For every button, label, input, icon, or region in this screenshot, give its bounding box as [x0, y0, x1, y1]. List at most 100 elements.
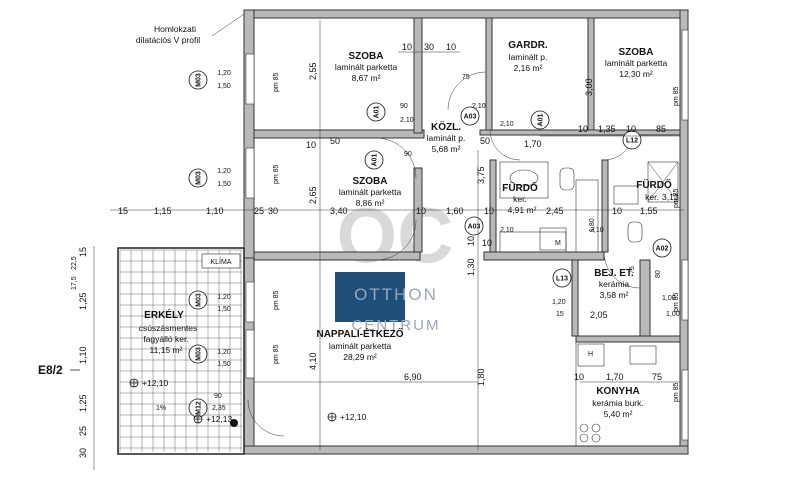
tag-a02-label: A02 — [656, 246, 669, 253]
dim-75a: 75 — [462, 74, 470, 81]
pm-label-4: pm 85 — [273, 344, 280, 364]
section-mark: E8/2 — [38, 363, 63, 377]
win1-w: 1,20 — [217, 70, 231, 77]
dim-90c: 90 — [214, 393, 222, 400]
win1-h: 1,50 — [217, 83, 231, 90]
dim-15: 15 — [556, 311, 564, 318]
dim-50a: 50 — [330, 136, 340, 146]
watermark: OC — [337, 191, 454, 279]
bathroom-fixtures — [499, 161, 679, 253]
room-szoba1-area: 8,67 m² — [352, 73, 381, 83]
tag-l12-label: L12 — [626, 138, 638, 145]
room-furdo1-name: FÜRDŐ — [502, 181, 538, 194]
appliance-h: H — [588, 351, 593, 358]
dim-10f: 10 — [574, 372, 584, 382]
tag-m03d-label: M03 — [196, 347, 203, 361]
kitchen-fixtures — [539, 227, 681, 447]
slope-label: 1% — [156, 405, 166, 412]
lv-25: 25 — [78, 426, 88, 436]
dim-210b: 2,10 — [472, 103, 486, 110]
door-2-10b: 2,10 — [590, 227, 604, 234]
room-furdo1-floor: ker. — [513, 194, 527, 204]
row-30: 30 — [268, 206, 278, 216]
room-szoba3-area: 12,30 m² — [619, 69, 653, 79]
dim-3-00: 3,00 — [584, 78, 594, 96]
dim-50b: 50 — [480, 136, 490, 146]
room-furdo2-area: 3,13 — [662, 192, 679, 202]
row-2-45: 2,45 — [546, 206, 564, 216]
tag-a03a: A03 — [460, 106, 480, 126]
room-erkely-name: ERKÉLY — [144, 308, 184, 321]
tag-a01c-label: A01 — [538, 113, 545, 126]
pm-label-1: pm 85 — [273, 72, 280, 92]
dim-10b: 10 — [446, 42, 456, 52]
tag-a03a-label: A03 — [464, 114, 477, 121]
room-szoba3-name: SZOBA — [619, 47, 654, 58]
pm-label-5: pm 85 — [673, 86, 680, 106]
level-3: +12,10 — [340, 412, 367, 422]
room-bej-name: BEJ. ET. — [594, 268, 634, 279]
pm-label-8: pm 85 — [673, 382, 680, 402]
tag-m03d: M03 — [188, 344, 208, 364]
room-gardr-floor: laminált p. — [509, 52, 548, 62]
dim-90b: 90 — [404, 151, 412, 158]
tag-m03b-label: M03 — [196, 171, 203, 185]
dim-3-75: 3,75 — [476, 166, 486, 184]
row-25: 25 — [254, 206, 264, 216]
dim-4-10: 4,10 — [308, 352, 318, 370]
room-gardr-area: 2,16 m² — [514, 63, 543, 73]
tag-a03b-label: A03 — [468, 224, 481, 231]
dim-2-55: 2,55 — [308, 62, 318, 80]
dim-75b: 75 — [652, 372, 662, 382]
pm-label-2: pm 85 — [273, 164, 280, 184]
row-1-55: 1,55 — [640, 206, 658, 216]
appliance-m: M — [555, 240, 561, 247]
tag-m12: M12 — [188, 398, 208, 418]
tag-l13-label: L13 — [556, 276, 568, 283]
window-dims: 1,20 1,50 1,20 1,50 1,20 1,50 1,20 1,50 … — [217, 70, 680, 402]
room-konyha-name: KONYHA — [596, 386, 639, 397]
dim-10d: 10 — [578, 124, 588, 134]
room-szoba1-name: SZOBA — [349, 51, 384, 62]
dim-1-80: 1,80 — [476, 368, 486, 386]
door-10: 10 — [482, 238, 492, 248]
tag-l13: L13 — [552, 268, 572, 288]
note-line1: Homlokzati — [154, 24, 196, 34]
tag-m03a-label: M03 — [196, 73, 203, 87]
room-bej-area: 3,58 m² — [600, 290, 629, 300]
dimension-lines — [93, 20, 684, 470]
note-leader — [211, 13, 245, 37]
pm-label-7: pm 85 — [673, 292, 680, 312]
watermark-text: OTTHON CENTRUM — [352, 285, 439, 334]
windows — [245, 29, 689, 441]
room-nappali-area: 28,29 m² — [343, 352, 377, 362]
row-1-15: 1,15 — [154, 206, 172, 216]
note-line2: dilatációs V profil — [136, 35, 200, 45]
tag-m03a: M03 — [188, 70, 208, 90]
dim-210a: 2,10 — [400, 117, 414, 124]
level-2: +12,13 — [206, 414, 233, 424]
dim-1-70: 1,70 — [524, 139, 542, 149]
door-2-10a: 2,10 — [500, 227, 514, 234]
win3-h: 1,50 — [217, 306, 231, 313]
dim-10g: 10 — [466, 236, 476, 246]
row-3-40: 3,40 — [330, 206, 348, 216]
dim-1-30: 1,30 — [466, 258, 476, 276]
dim-1-00: 1,00 — [662, 295, 676, 302]
tag-a01b-label: A01 — [372, 153, 379, 166]
tag-m03b: M03 — [188, 168, 208, 188]
room-szoba2-area: 8,86 m² — [356, 198, 385, 208]
lv-15: 15 — [78, 247, 88, 257]
lv-22-5: 22,5 — [71, 256, 78, 270]
row-1-60: 1,60 — [446, 206, 464, 216]
dim-30: 30 — [424, 42, 434, 52]
lv-1-25b: 1,25 — [78, 394, 88, 412]
dim-75c: 75 — [629, 266, 636, 274]
room-szoba1-floor: laminált parketta — [335, 62, 398, 72]
dim-10c: 10 — [306, 140, 316, 150]
dim-85: 85 — [656, 124, 666, 134]
watermark-square — [335, 272, 405, 322]
room-bej-floor: kerámia — [599, 279, 630, 289]
